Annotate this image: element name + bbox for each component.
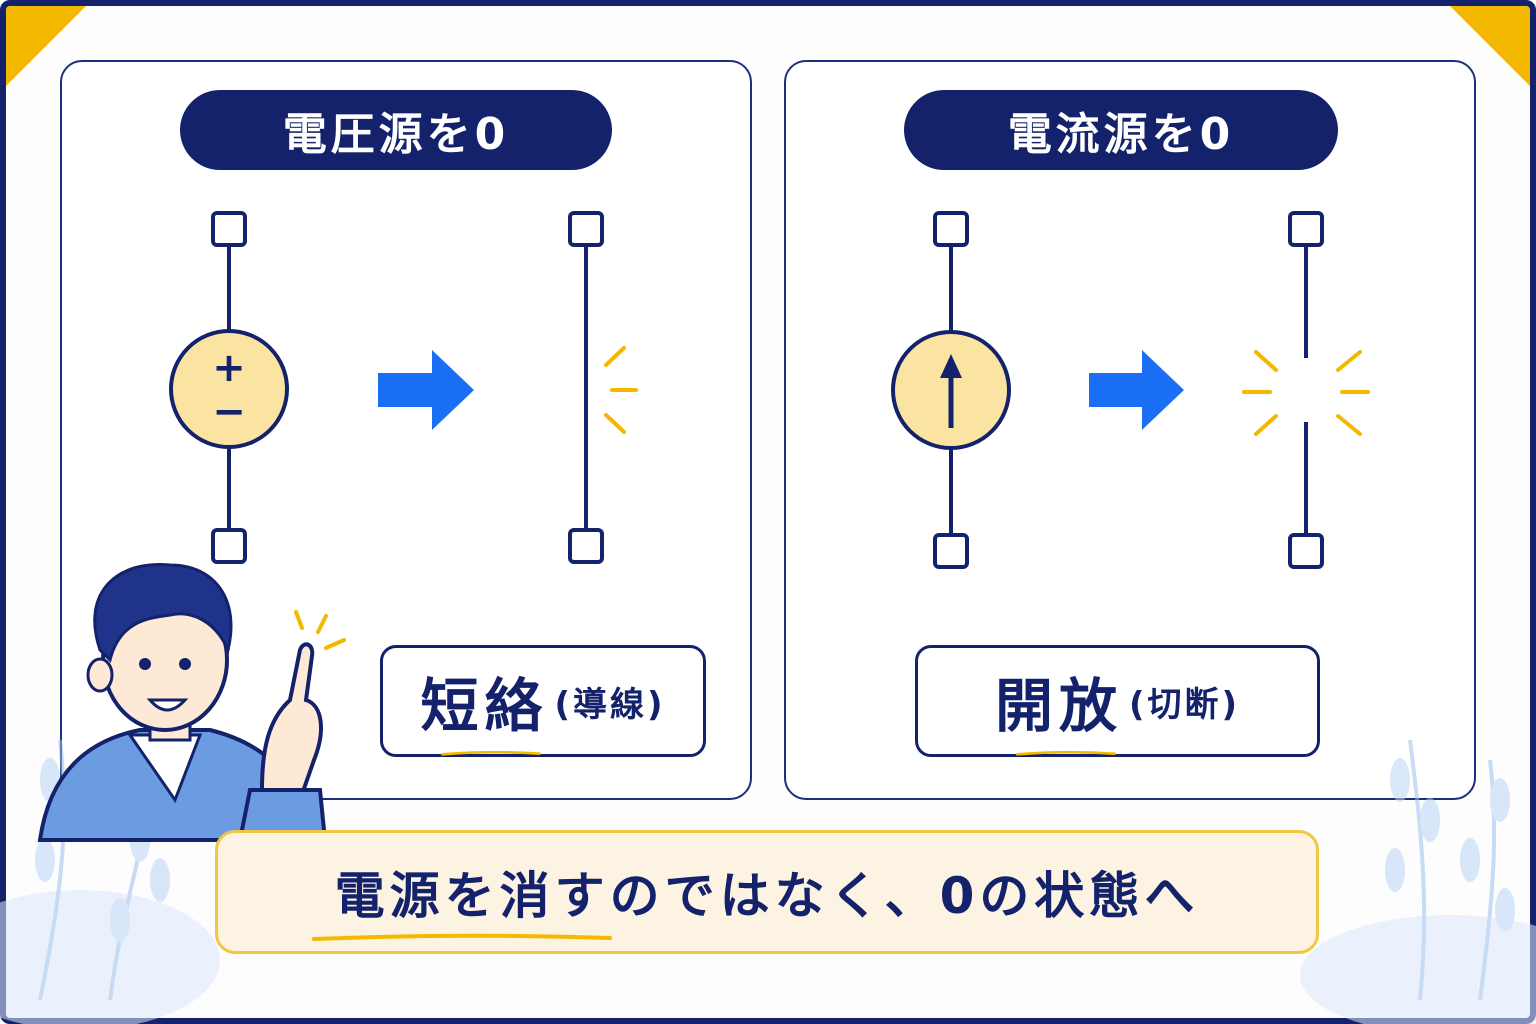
open-circuit-sub-text: (切断) xyxy=(1128,684,1241,725)
terminal-bottom xyxy=(211,528,247,564)
banner-underline xyxy=(312,933,612,941)
minus-sign: − xyxy=(212,389,246,435)
open-circuit-wire xyxy=(1288,211,1324,569)
terminal-top xyxy=(211,211,247,247)
voltage-source-icon xyxy=(169,329,289,449)
open-circuit-main-text: 開放 xyxy=(994,672,1123,740)
short-circuit-main-text: 短絡 xyxy=(420,672,549,740)
short-circuit-label: 短絡 (導線) xyxy=(380,645,706,757)
short-circuit-wire xyxy=(568,211,604,564)
right-arrow-icon xyxy=(1089,350,1184,430)
label-underline xyxy=(441,750,542,756)
summary-banner-text: 電源を消すのではなく、0の状態へ xyxy=(334,867,1200,925)
plant-decoration-right xyxy=(1300,739,1536,1024)
voltage-panel-title: 電圧源を0 xyxy=(180,90,612,170)
sparkle-icon xyxy=(1242,350,1370,436)
open-circuit-label: 開放 (切断) xyxy=(915,645,1320,757)
label-underline xyxy=(1015,750,1116,756)
voltage-source-circuit: + − xyxy=(169,211,289,564)
right-arrow-icon xyxy=(378,350,474,430)
plus-sign: + xyxy=(212,345,246,391)
summary-banner: 電源を消すのではなく、0の状態へ xyxy=(215,830,1319,954)
sparkle-icon xyxy=(604,346,638,434)
short-circuit-sub-text: (導線) xyxy=(554,684,666,725)
current-source-circuit xyxy=(891,211,1011,569)
person-illustration xyxy=(37,562,328,842)
current-panel-title: 電流源を0 xyxy=(904,90,1338,170)
up-arrow-icon xyxy=(940,354,962,378)
sparkle-icon xyxy=(294,610,346,650)
